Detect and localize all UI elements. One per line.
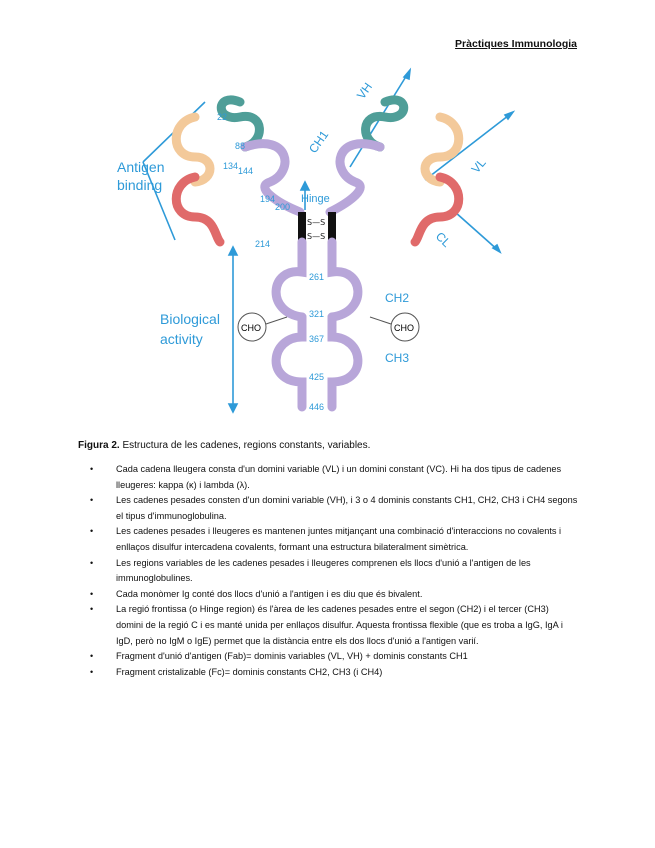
list-item: • Les cadenes pesades consten d'un domini…: [78, 493, 578, 524]
label-cho-left: CHO: [241, 323, 261, 333]
list-item: • La regió frontissa (o Hinge region) és …: [78, 602, 578, 649]
num-200: 200: [275, 202, 290, 212]
num-194: 194: [260, 194, 275, 204]
right-ch1-domain: [325, 139, 385, 217]
label-hinge: Hinge: [301, 193, 330, 205]
bullet-dot: •: [90, 464, 94, 474]
arrow-antigen-2: [142, 161, 176, 241]
label-ch1: CH1: [306, 128, 331, 156]
label-ch3: CH3: [385, 351, 409, 365]
arrowhead-cl: [491, 243, 502, 254]
arrowhead-bio-top: [227, 245, 239, 256]
label-vh: VH: [354, 80, 375, 102]
cho-right-circle: [390, 312, 420, 342]
bullet-text: Les cadenes pesades i lleugeres es mante…: [116, 526, 562, 552]
caption-text: Estructura de les cadenes, regions const…: [119, 440, 371, 451]
left-ch3-domain: [271, 312, 307, 412]
hinge-right: [328, 212, 336, 242]
bullet-dot: •: [90, 651, 94, 662]
label-antigen-2: binding: [117, 177, 162, 193]
left-vh-domain: [216, 95, 264, 152]
num-321: 321: [309, 309, 324, 319]
left-ch1-domain: [240, 139, 305, 217]
num-425: 425: [309, 372, 324, 382]
bullet-dot: •: [90, 495, 94, 506]
arrowhead-vl-top: [503, 110, 516, 121]
num-22: 22: [217, 112, 227, 122]
page-header: Pràctiques Immunologia: [455, 38, 577, 50]
list-item: • Les cadenes pesades i lleugeres es mant…: [78, 524, 578, 555]
bullet-text: Fragment cristalizable (Fc)= dominis con…: [116, 666, 383, 677]
bullet-dot: •: [90, 588, 94, 599]
label-ch2: CH2: [385, 291, 409, 305]
bullet-text: Cada cadena lleugera consta d'un domini …: [116, 464, 562, 490]
right-ch2-domain: [327, 237, 363, 322]
figure-caption: Figura 2. Estructura de les cadenes, reg…: [78, 440, 370, 451]
list-item: • Cada monòmer Ig conté dos llocs d'unió …: [78, 587, 578, 603]
arrowhead-hinge: [299, 180, 311, 191]
num-134: 134: [223, 161, 238, 171]
ss-hinge-1: S—S: [307, 218, 325, 227]
right-ch3-domain: [327, 312, 363, 412]
ss-hinge-2: S—S: [307, 232, 325, 241]
label-bio-1: Biological: [160, 311, 220, 327]
num-88: 88: [235, 141, 245, 151]
bullet-text: La regió frontissa (o Hinge region) és l…: [116, 604, 563, 646]
list-item: • Fragment d'unió d'antigen (Fab)= domini…: [78, 649, 578, 665]
num-144: 144: [238, 166, 253, 176]
hinge-left: [298, 212, 306, 242]
label-cho-right: CHO: [394, 323, 414, 333]
list-item: • Cada cadena lleugera consta d'un domini…: [78, 462, 578, 493]
bullet-dot: •: [90, 666, 94, 677]
bullet-list: • Cada cadena lleugera consta d'un domini…: [78, 462, 578, 680]
list-item: • Fragment cristalizable (Fc)= dominis co…: [78, 665, 578, 681]
num-367: 367: [309, 334, 324, 344]
num-214: 214: [255, 239, 270, 249]
arrow-vl: [424, 111, 514, 181]
left-cl-domain: [171, 172, 225, 247]
label-cl: CL: [433, 229, 454, 250]
caption-prefix: Figura 2.: [78, 440, 120, 451]
right-cl-domain: [410, 172, 464, 247]
bullet-text: Fragment d'unió d'antigen (Fab)= dominis…: [116, 651, 468, 662]
num-446: 446: [309, 402, 324, 412]
bullet-dot: •: [90, 557, 94, 568]
label-bio-2: activity: [160, 331, 203, 347]
bullet-text: Les cadenes pesades consten d'un domini …: [116, 495, 578, 521]
left-vl-domain: [171, 112, 215, 187]
arrowhead-vh-top: [402, 67, 412, 81]
arrow-cl: [454, 211, 501, 253]
cho-right-line: [369, 316, 392, 325]
label-vl: VL: [469, 155, 489, 175]
bullet-text: Les regions variables de les cadenes pes…: [116, 557, 531, 584]
bullet-dot: •: [90, 604, 94, 615]
right-vl-domain: [420, 112, 464, 187]
arrowhead-bio-bottom: [227, 403, 239, 414]
list-item: • Les regions variables de les cadenes pe…: [78, 556, 578, 587]
label-antigen-1: Antigen: [117, 159, 164, 175]
bullet-text: Cada monòmer Ig conté dos llocs d'unió a…: [116, 588, 423, 599]
left-ch2-domain: [271, 237, 307, 322]
cho-left-line: [265, 316, 288, 325]
right-vh-domain: [361, 95, 409, 152]
num-261: 261: [309, 272, 324, 282]
bullet-dot: •: [90, 526, 94, 537]
antibody-diagram: S—S S—S Antigen binding Biological activ…: [117, 67, 516, 414]
cho-left-circle: [237, 312, 267, 342]
